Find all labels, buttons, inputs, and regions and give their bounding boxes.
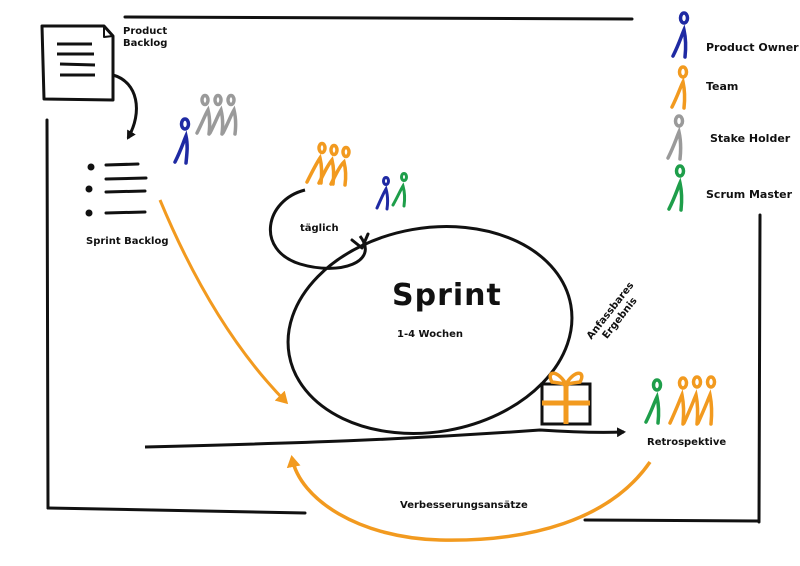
- backlog-arrow: [112, 73, 138, 140]
- team-figures: [305, 141, 351, 187]
- legend-stakeholder-icon: [666, 114, 685, 161]
- daily-loop: [269, 188, 367, 270]
- list-icon: [85, 162, 148, 217]
- legend-scrum-master-icon: [667, 164, 686, 212]
- daily-loop-arrowhead: [350, 232, 370, 250]
- product-owner-figure: [173, 117, 191, 165]
- retrospective-label: Retrospektive: [647, 437, 727, 448]
- legend-scrum-master-label: Scrum Master: [706, 188, 793, 201]
- gift-icon: [540, 371, 592, 426]
- improvement-arrow: [286, 455, 652, 542]
- legend-team-icon: [670, 65, 689, 110]
- scrum-master-figure-small: [391, 172, 408, 208]
- timeline-arrow: [144, 427, 626, 449]
- sprint-backlog-arrow: [158, 199, 289, 405]
- document-icon: [40, 24, 115, 102]
- stakeholder-figures: [195, 93, 238, 136]
- sprint-backlog-label: Sprint Backlog: [86, 236, 169, 247]
- legend-product-owner-icon: [671, 11, 690, 59]
- legend-product-owner-label: Product Owner: [706, 41, 799, 54]
- product-owner-figure-small: [375, 176, 390, 211]
- product-backlog-label: Product Backlog: [123, 26, 168, 49]
- team-figures-retro: [668, 375, 717, 426]
- legend-team-label: Team: [706, 80, 739, 93]
- daily-label: täglich: [300, 223, 339, 234]
- sprint-loop: [286, 225, 574, 435]
- sprint-title: Sprint: [392, 278, 502, 313]
- legend-stakeholder-label: Stake Holder: [710, 132, 791, 145]
- frame-lines: [45, 15, 762, 524]
- scrum-master-figure-retro: [644, 378, 663, 425]
- sprint-duration: 1-4 Wochen: [397, 329, 464, 340]
- improvement-label: Verbesserungsansätze: [400, 500, 528, 511]
